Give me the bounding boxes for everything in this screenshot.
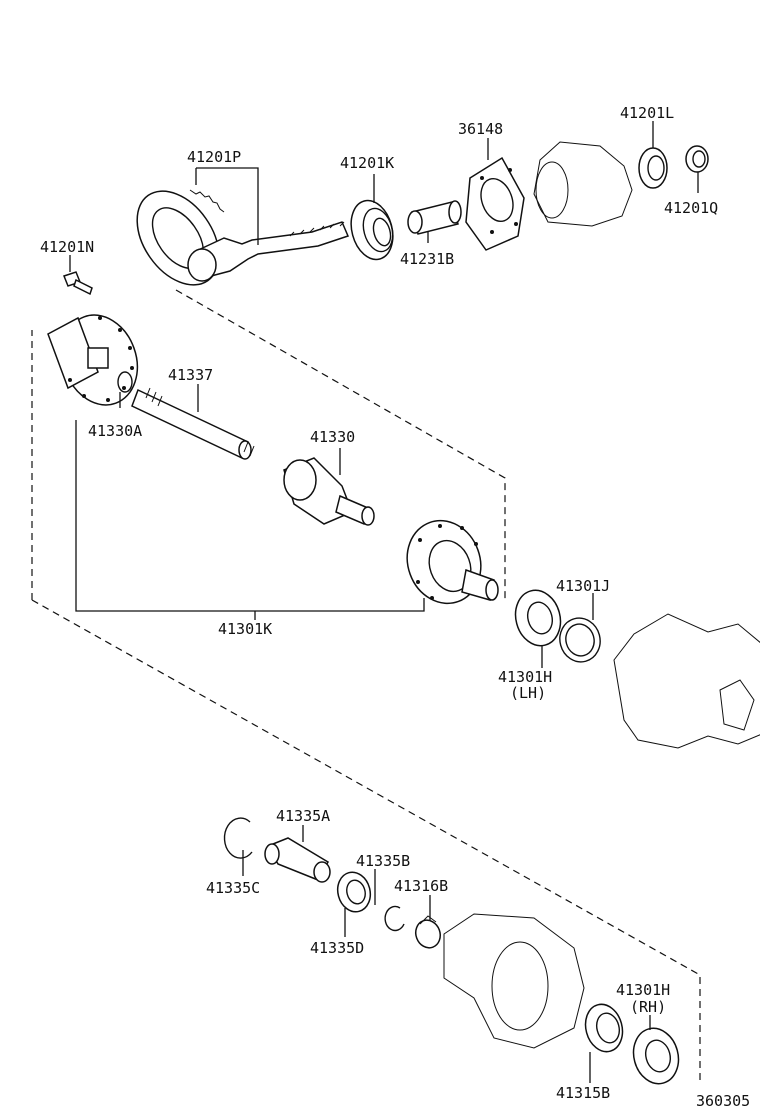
- snap-ring-41335B-part[interactable]: [384, 905, 405, 932]
- seal-41201Q-part[interactable]: [685, 145, 709, 173]
- figure-code: 360305: [696, 1092, 750, 1110]
- part-labels: 41201P 41201K 36148 41201L 41201Q 41231B…: [40, 104, 750, 1110]
- seal-41315B-part[interactable]: [580, 1000, 627, 1056]
- shaft-41337-part[interactable]: [131, 387, 255, 460]
- bearing-41335D-part[interactable]: [333, 869, 374, 916]
- bearing-41201L-part[interactable]: [638, 147, 668, 189]
- label-41301H-lh[interactable]: 41301H: [498, 668, 552, 686]
- bearing-41301H-lh-part[interactable]: [510, 585, 567, 650]
- transfer-case-outline-lower: [443, 913, 585, 1049]
- label-lh-qualifier: (LH): [510, 684, 546, 702]
- label-41201N[interactable]: 41201N: [40, 238, 94, 256]
- label-41330A[interactable]: 41330A: [88, 422, 142, 440]
- transfer-case-outline-upper: [533, 141, 633, 227]
- leader-lines: [69, 121, 699, 1083]
- label-41335D[interactable]: 41335D: [310, 939, 364, 957]
- transfer-case-outline-middle: [613, 613, 760, 749]
- label-41337[interactable]: 41337: [168, 366, 213, 384]
- label-41335B[interactable]: 41335B: [356, 852, 410, 870]
- label-36148[interactable]: 36148: [458, 120, 503, 138]
- label-41201Q[interactable]: 41201Q: [664, 199, 718, 217]
- seal-41316B-part[interactable]: [412, 915, 444, 951]
- label-41315B[interactable]: 41315B: [556, 1084, 610, 1102]
- label-41231B[interactable]: 41231B: [400, 250, 454, 268]
- joint-41330-part[interactable]: [283, 457, 375, 526]
- bearing-41301H-rh-part[interactable]: [628, 1023, 685, 1088]
- spacer-41231B-part[interactable]: [407, 200, 462, 235]
- shim-41301J-part[interactable]: [555, 614, 605, 667]
- label-41201L[interactable]: 41201L: [620, 104, 674, 122]
- assembly-boundary-dashed: [31, 289, 701, 1085]
- differential-case-right-part[interactable]: [396, 510, 499, 614]
- label-41201P[interactable]: 41201P: [187, 148, 241, 166]
- label-41316B[interactable]: 41316B: [394, 877, 448, 895]
- cover-gasket-36148-part[interactable]: [465, 156, 525, 251]
- label-41301J[interactable]: 41301J: [556, 577, 610, 595]
- shaft-41335A-part[interactable]: [264, 837, 331, 883]
- ring-gear-pinion-part[interactable]: [120, 176, 350, 300]
- label-41330[interactable]: 41330: [310, 428, 355, 446]
- snap-ring-41335C-part[interactable]: [223, 817, 253, 859]
- label-41301H-rh[interactable]: 41301H: [616, 981, 670, 999]
- label-rh-qualifier: (RH): [630, 998, 666, 1016]
- label-41335A[interactable]: 41335A: [276, 807, 330, 825]
- bearing-41201K-part[interactable]: [345, 196, 399, 264]
- bolt-41201N-part[interactable]: [63, 271, 93, 296]
- label-41335C[interactable]: 41335C: [206, 879, 260, 897]
- snap-ring-41330A-part[interactable]: [117, 371, 133, 393]
- label-41201K[interactable]: 41201K: [340, 154, 394, 172]
- label-41301K[interactable]: 41301K: [218, 620, 272, 638]
